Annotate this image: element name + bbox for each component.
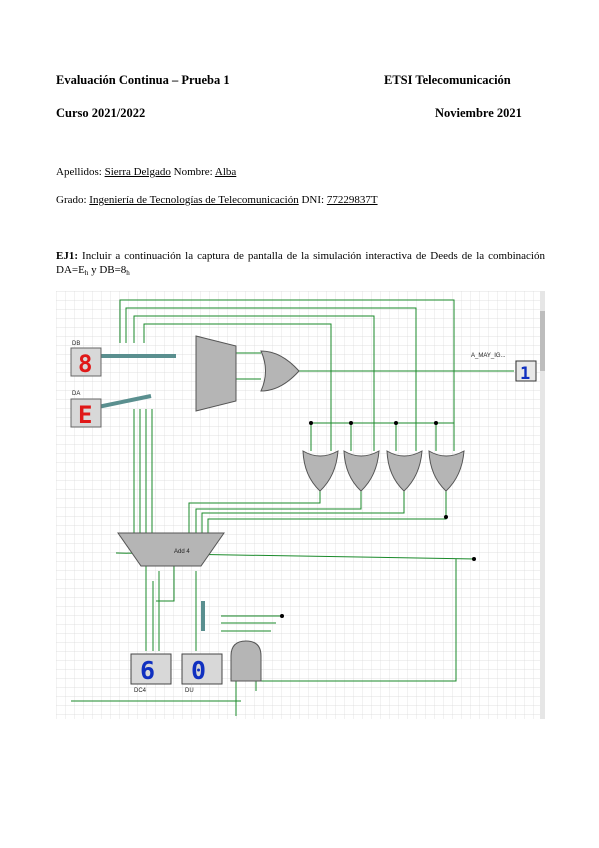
units-display-frame xyxy=(181,653,223,685)
nombre-value: Alba xyxy=(214,166,237,178)
junctions xyxy=(280,421,476,618)
comparator-output: A_MAY_IG... 1 xyxy=(471,353,537,384)
xor-gate-4 xyxy=(428,450,465,492)
exercise-statement: EJ1: Incluir a continuación la captura d… xyxy=(56,249,545,280)
header-year: Curso 2021/2022 xyxy=(56,106,146,120)
circuit-screenshot: DB 8 DA E A_MAY_IG... 1 Add 4 6 DC4 0 DU xyxy=(56,291,545,719)
student-degree-line: Grado: Ingeniería de Tecnologías de Tele… xyxy=(56,194,378,206)
xor-gate-2 xyxy=(343,450,380,492)
wires-top xyxy=(71,299,514,716)
exercise-sub2: h xyxy=(126,269,130,277)
and-gate xyxy=(230,640,262,682)
exercise-sub1: h xyxy=(84,269,89,277)
dni-label: DNI: xyxy=(301,194,325,206)
apellidos-label: Apellidos: xyxy=(56,166,102,178)
da-input[interactable]: DA E xyxy=(70,391,102,429)
db-display-frame xyxy=(70,347,102,377)
grado-value: Ingeniería de Tecnologías de Telecomunic… xyxy=(89,194,299,206)
header-course-title: Evaluación Continua – Prueba 1 xyxy=(56,73,230,87)
or-gate xyxy=(260,350,300,392)
comparator-led-frame xyxy=(515,360,537,382)
header-school: ETSI Telecomunicación xyxy=(384,73,511,87)
apellidos-value: Sierra Delgado xyxy=(104,166,171,178)
tens-display: 6 DC4 xyxy=(130,653,172,694)
exercise-label: EJ1: xyxy=(56,250,78,262)
da-digit: E xyxy=(78,401,92,429)
comparator-out-label: A_MAY_IG... xyxy=(471,353,506,359)
xor-gate-1 xyxy=(302,450,339,492)
student-name-line: Apellidos: Sierra Delgado Nombre: Alba xyxy=(56,166,236,178)
xor-gate-3 xyxy=(386,450,423,492)
exercise-text-a: Incluir a continuación la captura de pan… xyxy=(56,250,545,276)
tens-label: DC4 xyxy=(134,688,147,694)
scrollbar-thumb[interactable] xyxy=(540,311,545,371)
scrollbar[interactable] xyxy=(540,291,545,719)
db-label: DB xyxy=(72,341,80,347)
nombre-label: Nombre: xyxy=(173,166,213,178)
units-label: DU xyxy=(185,688,194,694)
comparator-led-digit: 1 xyxy=(520,364,530,384)
comparator-block xyxy=(195,335,237,412)
da-display-frame xyxy=(70,398,102,428)
circuit-canvas: DB 8 DA E A_MAY_IG... 1 Add 4 6 DC4 0 DU xyxy=(56,291,545,719)
grado-label: Grado: xyxy=(56,194,87,206)
units-digit: 0 xyxy=(191,656,206,685)
xor-gates xyxy=(302,450,465,492)
da-label: DA xyxy=(72,391,80,397)
grid xyxy=(56,291,540,719)
db-digit: 8 xyxy=(78,350,92,378)
header-date: Noviembre 2021 xyxy=(435,106,522,120)
tens-digit: 6 xyxy=(140,656,155,685)
db-input[interactable]: DB 8 xyxy=(70,341,102,378)
units-display: 0 DU xyxy=(181,653,223,694)
adder-label: Add 4 xyxy=(174,549,190,555)
dni-value: 77229837T xyxy=(326,194,378,206)
exercise-text-b: y DB=8 xyxy=(88,264,127,276)
tens-display-frame xyxy=(130,653,172,685)
adder-block: Add 4 xyxy=(117,532,225,567)
